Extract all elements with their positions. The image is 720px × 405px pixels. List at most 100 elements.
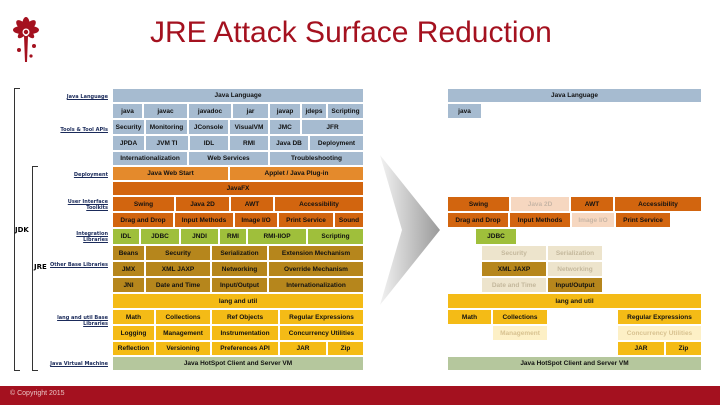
tool-cell: Web Services (188, 151, 269, 166)
right-arrow-icon (380, 155, 440, 305)
base-lib-cell: Collections (492, 309, 548, 325)
java-language-cell: Java Language (112, 88, 364, 103)
tool-cell: Monitoring (145, 119, 188, 135)
ui-cell: Print Service (615, 212, 671, 228)
other-base-cell: Networking (211, 261, 268, 277)
integration-cell: RMI-IIOP (247, 228, 307, 245)
base-lib-cell-removed: Concurrency Utilities (617, 325, 702, 341)
ui-cell: Java 2D (175, 196, 230, 212)
other-base-cell-removed: Date and Time (481, 277, 547, 293)
footer-bar: © Copyright 2015 (0, 386, 720, 405)
tool-cell: JFR (301, 119, 364, 135)
ui-cell: Drag and Drop (447, 212, 509, 228)
row-label-ui-toolkits: User Interface Toolkits (67, 199, 108, 211)
lang-util-cell: lang and util (447, 293, 702, 309)
base-lib-cell: Instrumentation (211, 325, 279, 341)
deploy-cell: Applet / Java Plug-in (229, 166, 364, 181)
tool-cell: JVM TI (145, 135, 189, 151)
tool-cell: VisualVM (229, 119, 269, 135)
other-base-cell: Internationalization (268, 277, 364, 293)
other-base-cell: Serialization (211, 245, 268, 261)
row-label-tools: Tools & Tool APIs (60, 127, 108, 133)
tool-cell: jar (232, 103, 269, 119)
other-base-cell-removed: Serialization (547, 245, 603, 261)
ui-cell-removed: Image I/O (571, 212, 615, 228)
base-lib-cell: Preferences API (211, 341, 279, 356)
other-base-cell-removed: Networking (547, 261, 603, 277)
other-base-cell: Override Mechanism (268, 261, 364, 277)
tool-cell: Scripting (327, 103, 364, 119)
jdk-label: JDK (15, 226, 29, 234)
base-lib-cell: Regular Expressions (617, 309, 702, 325)
other-base-cell: Input/Output (547, 277, 603, 293)
integration-cell: JNDI (180, 228, 219, 245)
tool-cell: Internationalization (112, 151, 188, 166)
ui-cell: Drag and Drop (112, 212, 174, 228)
row-label-java-language: Java Language (66, 94, 108, 100)
row-label-lang-util-base: lang and util Base Libraries (57, 315, 108, 327)
ui-cell: AWT (570, 196, 614, 212)
jvm-cell: Java HotSpot Client and Server VM (447, 356, 702, 371)
jdk-bracket (14, 88, 20, 371)
row-label-jvm: Java Virtual Machine (50, 361, 108, 367)
base-lib-cell: Zip (665, 341, 702, 356)
other-base-cell-removed: Security (481, 245, 547, 261)
base-lib-cell: Zip (327, 341, 364, 356)
base-lib-cell: Regular Expressions (279, 309, 364, 325)
tool-cell: java (447, 103, 482, 119)
base-lib-cell: Management (155, 325, 211, 341)
deploy-cell: Java Web Start (112, 166, 229, 181)
other-base-cell: Security (145, 245, 211, 261)
ui-cell: Swing (112, 196, 175, 212)
row-label-deployment: Deployment (73, 172, 108, 178)
tool-cell: jdeps (301, 103, 327, 119)
java-language-cell: Java Language (447, 88, 702, 103)
other-base-cell: Extension Mechanism (268, 245, 364, 261)
base-lib-cell: Math (112, 309, 155, 325)
ui-cell: Swing (447, 196, 510, 212)
ui-cell: Accessibility (274, 196, 364, 212)
ui-cell: Input Methods (174, 212, 234, 228)
base-lib-cell: Collections (155, 309, 211, 325)
copyright-text: © Copyright 2015 (10, 390, 65, 397)
tool-cell: Java DB (269, 135, 309, 151)
integration-cell: JDBC (140, 228, 180, 245)
ui-cell: Accessibility (614, 196, 702, 212)
tool-cell: javap (269, 103, 301, 119)
base-lib-cell: Concurrency Utilities (279, 325, 364, 341)
other-base-cell: JMX (112, 261, 145, 277)
company-logo-icon (13, 17, 39, 62)
tool-cell: Deployment (309, 135, 364, 151)
other-base-cell: JNI (112, 277, 145, 293)
tool-cell: javac (143, 103, 188, 119)
ui-cell: Sound (334, 212, 364, 228)
ui-cell: AWT (230, 196, 274, 212)
slide-title: JRE Attack Surface Reduction (150, 16, 552, 49)
integration-cell: JDBC (475, 228, 517, 245)
other-base-cell: XML JAXP (145, 261, 211, 277)
row-label-other-base: Other Base Libraries (50, 262, 108, 268)
row-label-integration: Integration Libraries (76, 231, 108, 243)
base-lib-cell-removed: Management (492, 325, 548, 341)
tool-cell: JPDA (112, 135, 145, 151)
base-lib-cell: JAR (617, 341, 665, 356)
ui-cell: Image I/O (234, 212, 278, 228)
jvm-cell: Java HotSpot Client and Server VM (112, 356, 364, 371)
other-base-cell: Input/Output (211, 277, 268, 293)
tool-cell: Security (112, 119, 145, 135)
integration-cell: RMI (219, 228, 247, 245)
tool-cell: java (112, 103, 143, 119)
tool-cell: IDL (189, 135, 229, 151)
tool-cell: javadoc (188, 103, 232, 119)
integration-cell: IDL (112, 228, 140, 245)
tool-cell: Troubleshooting (269, 151, 364, 166)
lang-util-cell: lang and util (112, 293, 364, 309)
base-lib-cell: Reflection (112, 341, 155, 356)
integration-cell: Scripting (307, 228, 364, 245)
tool-cell: JConsole (188, 119, 229, 135)
other-base-cell: XML JAXP (481, 261, 547, 277)
tool-cell: JMC (269, 119, 301, 135)
base-lib-cell: Logging (112, 325, 155, 341)
jre-bracket (32, 166, 38, 371)
base-lib-cell: Versioning (155, 341, 211, 356)
